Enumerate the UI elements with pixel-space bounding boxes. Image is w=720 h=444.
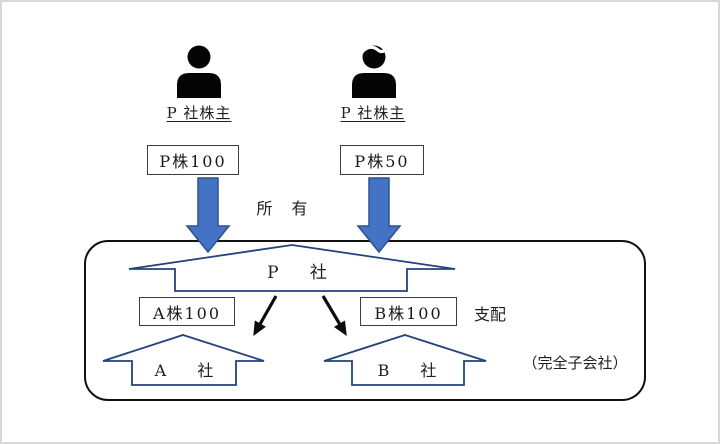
person-icon: [177, 45, 221, 98]
ownership-label: 所 有: [256, 199, 308, 218]
control-label: 支配: [473, 305, 506, 324]
holding-box-p50: P株50: [340, 145, 424, 175]
shareholder-label: P 社株主: [340, 104, 406, 122]
person-with-hair-icon: [352, 45, 396, 98]
subsidiary-a-name: A 社: [154, 361, 214, 380]
subsidiary-note: （完全子会社）: [522, 354, 628, 372]
holding-box-a100: A株100: [139, 297, 235, 326]
holding-box-p100: P株100: [147, 145, 239, 175]
shareholder-label: P 社株主: [166, 104, 232, 122]
parent-company-name: P 社: [267, 263, 327, 283]
subsidiary-b-name: B 社: [377, 361, 437, 380]
holding-box-b100: B株100: [360, 297, 457, 326]
